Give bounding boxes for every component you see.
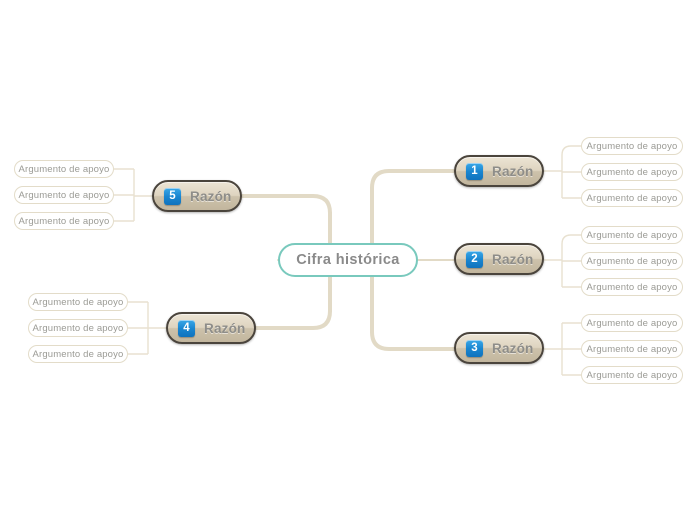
argument-label: Argumento de apoyo [32, 348, 124, 360]
argument-label: Argumento de apoyo [586, 317, 678, 329]
argument-node-r3-3[interactable]: Argumento de apoyo [581, 366, 683, 384]
argument-node-r4-1[interactable]: Argumento de apoyo [28, 293, 128, 311]
argument-label: Argumento de apoyo [32, 322, 124, 334]
reason-node-2[interactable]: 2 Razón [454, 243, 544, 275]
argument-node-r5-3[interactable]: Argumento de apoyo [14, 212, 114, 230]
reason-node-3[interactable]: 3 Razón [454, 332, 544, 364]
argument-label: Argumento de apoyo [586, 140, 678, 152]
argument-node-r4-3[interactable]: Argumento de apoyo [28, 345, 128, 363]
argument-node-r2-2[interactable]: Argumento de apoyo [581, 252, 683, 270]
reason-node-4[interactable]: 4 Razón [166, 312, 256, 344]
argument-label: Argumento de apoyo [586, 281, 678, 293]
trunk-right-to-reason-1 [370, 169, 456, 190]
reason-number-badge-1: 1 [466, 162, 483, 180]
argument-node-r2-1[interactable]: Argumento de apoyo [581, 226, 683, 244]
argument-label: Argumento de apoyo [586, 229, 678, 241]
argument-node-r3-1[interactable]: Argumento de apoyo [581, 314, 683, 332]
reason-label-2: Razón [492, 251, 534, 267]
argument-label: Argumento de apoyo [32, 296, 124, 308]
trunk-left-to-reason-4 [254, 309, 332, 330]
argument-label: Argumento de apoyo [586, 343, 678, 355]
argument-node-r3-2[interactable]: Argumento de apoyo [581, 340, 683, 358]
trunk-left-to-reason-5 [240, 194, 332, 215]
argument-label: Argumento de apoyo [18, 163, 110, 175]
reason-node-1[interactable]: 1 Razón [454, 155, 544, 187]
reason-number-badge-5: 5 [164, 187, 181, 205]
argument-label: Argumento de apoyo [586, 369, 678, 381]
reason-number-badge-2: 2 [466, 250, 483, 268]
central-node-label: Cifra histórica [296, 252, 400, 268]
argument-node-r2-3[interactable]: Argumento de apoyo [581, 278, 683, 296]
argument-label: Argumento de apoyo [586, 255, 678, 267]
argument-node-r1-3[interactable]: Argumento de apoyo [581, 189, 683, 207]
argument-label: Argumento de apoyo [18, 215, 110, 227]
reason-label-3: Razón [492, 340, 534, 356]
branch-r2-arg-1 [561, 234, 581, 245]
argument-label: Argumento de apoyo [18, 189, 110, 201]
reason-label-5: Razón [190, 188, 232, 204]
central-node[interactable]: Cifra histórica [278, 243, 418, 277]
argument-node-r5-2[interactable]: Argumento de apoyo [14, 186, 114, 204]
argument-node-r1-2[interactable]: Argumento de apoyo [581, 163, 683, 181]
argument-node-r4-2[interactable]: Argumento de apoyo [28, 319, 128, 337]
reason-number-badge-4: 4 [178, 319, 195, 337]
argument-label: Argumento de apoyo [586, 166, 678, 178]
trunk-right-to-reason-3 [370, 330, 456, 351]
argument-node-r5-1[interactable]: Argumento de apoyo [14, 160, 114, 178]
reason-node-5[interactable]: 5 Razón [152, 180, 242, 212]
reason-label-4: Razón [204, 320, 246, 336]
argument-node-r1-1[interactable]: Argumento de apoyo [581, 137, 683, 155]
reason-number-badge-3: 3 [466, 339, 483, 357]
argument-label: Argumento de apoyo [586, 192, 678, 204]
reason-label-1: Razón [492, 163, 534, 179]
branch-r1-arg-1 [561, 145, 581, 156]
